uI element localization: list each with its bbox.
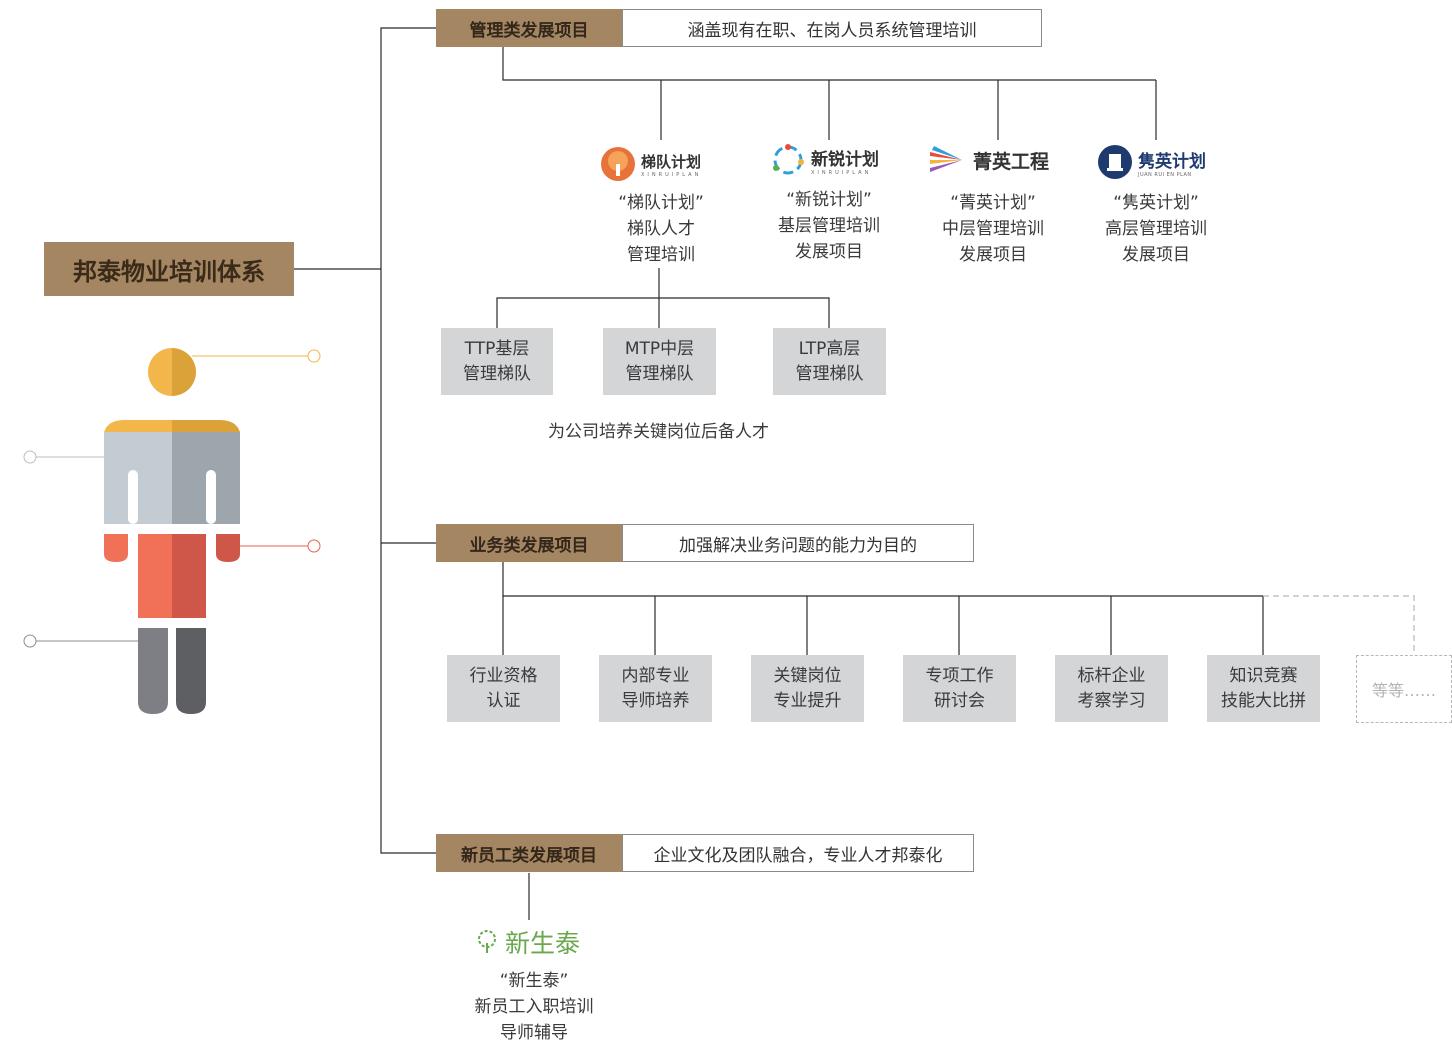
ladder-plan-logo: 梯队计划 XINRUIPLAN: [600, 146, 701, 182]
jingying-project-logo: 菁英工程: [928, 142, 1049, 178]
tree-icon: [601, 147, 635, 181]
business-item-benchmark: 标杆企业 考察学习: [1055, 655, 1168, 722]
xinshengtai-logo: 新生泰: [474, 924, 580, 960]
tree-icon: [478, 930, 496, 953]
xinshengtai-desc: “新生泰” 新员工入职培训 导师辅导: [474, 971, 594, 1043]
business-item-more: 等等……: [1356, 655, 1452, 723]
xinrui-plan-logo-text: 新锐计划: [811, 149, 879, 170]
business-item-key-position: 关键岗位 专业提升: [751, 655, 864, 722]
ladder-plan-logo-text: 梯队计划: [641, 152, 702, 171]
juanying-plan-logo-sub: JUAN RUI EN PLAN: [1138, 171, 1192, 178]
people-ring-icon: [773, 144, 804, 175]
category-business-label: 业务类发展项目: [436, 524, 622, 562]
category-new-employee-desc: 企业文化及团队融合，专业人才邦泰化: [622, 834, 974, 872]
category-business-desc: 加强解决业务问题的能力为目的: [622, 524, 974, 562]
business-item-mentor: 内部专业 导师培养: [599, 655, 712, 722]
juanying-plan-logo-text: 隽英计划: [1138, 151, 1206, 172]
ladder-plan-desc: “梯队计划” 梯队人才 管理培训: [618, 193, 704, 265]
category-management-desc: 涵盖现有在职、在岗人员系统管理培训: [622, 9, 1042, 47]
tower-icon: [1098, 145, 1132, 179]
juanying-plan-desc: “隽英计划” 高层管理培训 发展项目: [1105, 193, 1207, 265]
ladder-level-mtp: MTP中层 管理梯队: [603, 328, 716, 395]
jingying-plan-desc: “菁英计划” 中层管理培训 发展项目: [942, 193, 1044, 265]
ladder-note: 为公司培养关键岗位后备人才: [548, 422, 769, 442]
rays-icon: [930, 146, 962, 172]
business-item-qualification: 行业资格 认证: [447, 655, 560, 722]
xinrui-plan-logo: 新锐计划 XINRUIPLAN: [770, 142, 879, 178]
xinshengtai-logo-text: 新生泰: [505, 929, 581, 958]
jingying-project-logo-text: 菁英工程: [973, 150, 1050, 173]
xinrui-plan-logo-sub: XINRUIPLAN: [811, 169, 872, 176]
business-item-seminar: 专项工作 研讨会: [903, 655, 1016, 722]
juanying-plan-logo: 隽英计划 JUAN RUI EN PLAN: [1097, 144, 1206, 180]
person-illustration: [23, 348, 321, 714]
ladder-level-ltp: LTP高层 管理梯队: [773, 328, 886, 395]
category-management-label: 管理类发展项目: [436, 9, 622, 47]
xinrui-plan-desc: “新锐计划” 基层管理培训 发展项目: [778, 190, 880, 262]
root-title: 邦泰物业培训体系: [44, 242, 294, 296]
ladder-level-ttp: TTP基层 管理梯队: [441, 328, 553, 395]
business-item-competition: 知识竞赛 技能大比拼: [1207, 655, 1320, 722]
category-new-employee-label: 新员工类发展项目: [436, 834, 622, 872]
ladder-plan-logo-sub: XINRUIPLAN: [641, 171, 702, 178]
